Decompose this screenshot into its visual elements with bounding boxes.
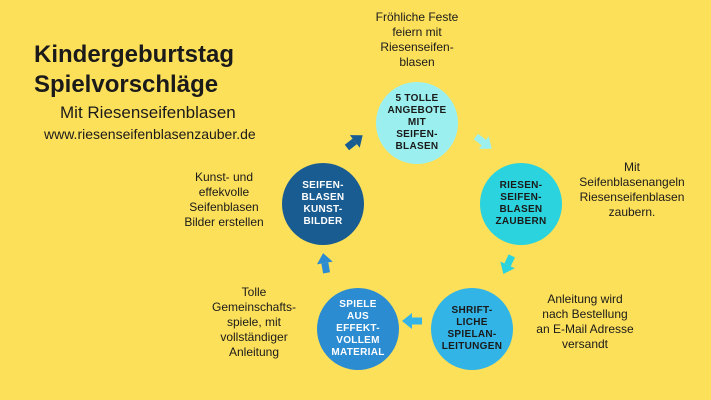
- website-url: www.riesenseifenblasenzauber.de: [44, 126, 256, 142]
- node-riesenseifenblasen-zaubern: RIESEN- SEIFEN- BLASEN ZAUBERN: [480, 163, 562, 245]
- node-label: SEIFEN- BLASEN KUNST- BILDER: [301, 180, 345, 227]
- node-description: Anleitung wird nach Bestellung an E-Mail…: [536, 292, 634, 351]
- arrow-4-to-5: [316, 253, 333, 274]
- node-spiele-aus-material: SPIELE AUS EFFEKT- VOLLEM MATERIAL: [317, 288, 399, 370]
- page-title: Kindergeburtstag Spielvorschläge: [34, 40, 234, 100]
- arrow-1-to-2: [473, 133, 492, 149]
- node-description: Fröhliche Feste feiern mit Riesenseifen-…: [375, 10, 459, 69]
- title-line-2: Spielvorschläge: [34, 71, 219, 98]
- node-schriftliche-spielanleitungen: SHRIFT- LICHE SPIELAN- LEITUNGEN: [431, 288, 513, 370]
- subtitle: Mit Riesenseifenblasen: [60, 103, 236, 122]
- node-label: RIESEN- SEIFEN- BLASEN ZAUBERN: [495, 180, 547, 227]
- node-description: Mit Seifenblasenangeln Riesenseifenblase…: [579, 160, 685, 219]
- node-label: SHRIFT- LICHE SPIELAN- LEITUNGEN: [441, 305, 503, 352]
- arrow-5-to-1: [344, 135, 363, 151]
- node-seifenblasen-kunstbilder: SEIFEN- BLASEN KUNST- BILDER: [282, 163, 364, 245]
- node-description: Tolle Gemeinschafts- spiele, mit vollstä…: [211, 285, 297, 359]
- node-label: SPIELE AUS EFFEKT- VOLLEM MATERIAL: [331, 299, 385, 358]
- arrow-2-to-3: [500, 254, 515, 274]
- arrow-3-to-4: [402, 313, 422, 329]
- node-description: Kunst- und effekvolle Seifenblasen Bilde…: [184, 170, 264, 229]
- title-line-1: Kindergeburtstag: [34, 41, 235, 68]
- node-5-tolle-angebote: 5 TOLLE ANGEBOTE MIT SEIFEN- BLASEN: [376, 82, 458, 164]
- node-label: 5 TOLLE ANGEBOTE MIT SEIFEN- BLASEN: [387, 93, 447, 152]
